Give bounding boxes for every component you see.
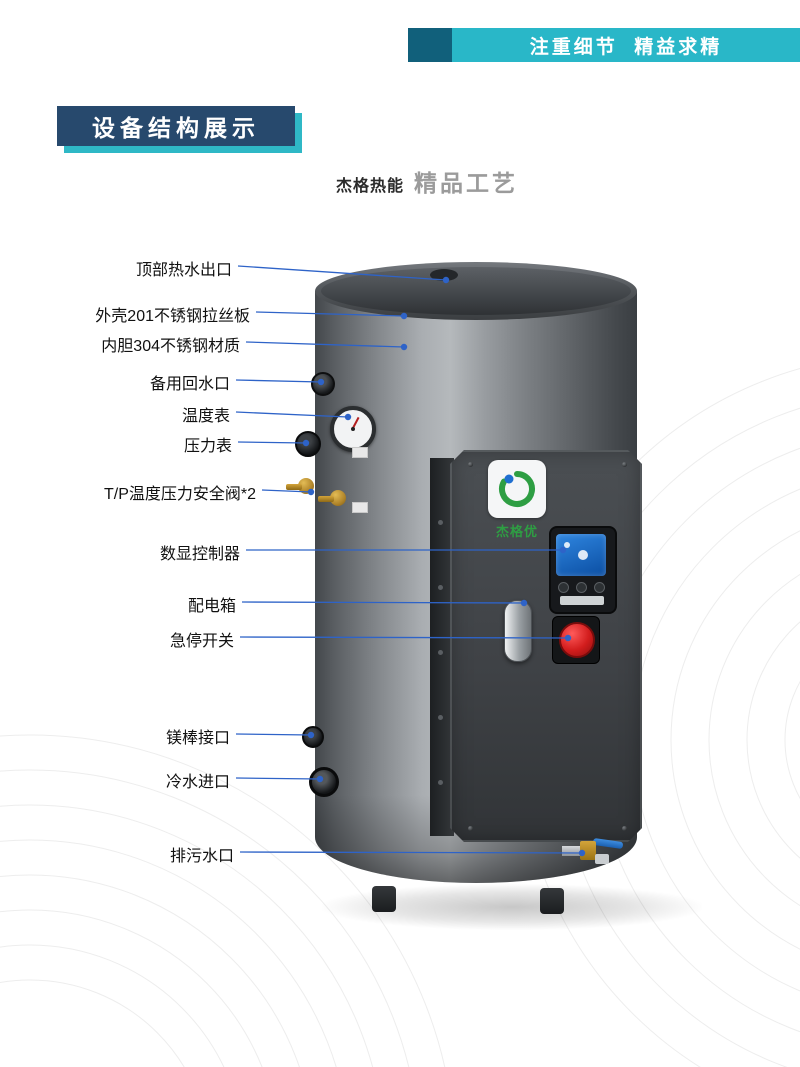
top-hot-water-outlet-label: 顶部热水出口 [135,262,232,279]
side-screw [438,715,443,720]
green-ring-logo-icon [499,471,535,507]
tp-safety-valve-label: T/P温度压力安全阀*2 [103,486,256,503]
brand-name: 杰格热能 [336,178,405,195]
hot-water-outlet-fitting [430,269,458,281]
corner-screw [468,826,473,831]
panel-button [576,582,587,593]
side-screw [438,780,443,785]
logo-text: 杰格优 [495,524,538,539]
side-screw [438,585,443,590]
corner-screw [622,826,627,831]
temperature-gauge [330,406,376,452]
safety-valve-2 [318,490,346,506]
panel-button [594,582,605,593]
side-screw [438,520,443,525]
brand-line: 杰格热能 精品工艺 [336,164,518,198]
backup-return-port-label: 备用回水口 [149,376,230,393]
brand-tagline: 精品工艺 [414,170,519,196]
safety-valve-stem [286,484,302,490]
banner-accent-block [408,28,452,62]
safety-valve-body [330,490,346,506]
drain-valve-body [580,841,596,860]
drain-outlet-label: 排污水口 [169,848,234,865]
tank-sticker [352,447,368,458]
tank-foot-right [540,888,564,914]
pressure-gauge-label: 压力表 [183,438,232,455]
safety-valve-stem [318,496,334,502]
magnesium-rod-port-label: 镁棒接口 [165,730,230,747]
side-screw [438,650,443,655]
banner-text: 注重细节 精益求精 [529,36,723,58]
corner-screw [468,462,473,467]
brand-logo-badge [488,460,546,518]
screen-graphic [564,542,570,548]
section-title-box: 设备结构展示 [57,106,295,146]
cold-water-inlet-fitting [309,767,339,797]
section-title: 设备结构展示 [92,115,260,141]
panel-button [558,582,569,593]
drain-pipe [562,846,582,856]
digital-controller-label: 数显控制器 [159,546,240,563]
liner-material-label: 内胆304不锈钢材质 [101,338,240,355]
backup-return-port-fitting [311,372,335,396]
safety-valve-1 [286,478,314,494]
top-banner: 注重细节 精益求精 [408,28,800,62]
distribution-box-label: 配电箱 [187,598,236,615]
temperature-gauge-label: 温度表 [181,408,230,425]
emergency-stop-button [559,622,595,658]
panel-label-strip [560,596,604,605]
screen-graphic [578,550,588,560]
tank-top-cap-inner [321,267,631,315]
corner-screw [622,462,627,467]
emergency-stop-label: 急停开关 [169,633,234,650]
control-box-front [450,450,642,842]
controller-screen [556,534,606,576]
shell-material-label: 外壳201不锈钢拉丝板 [95,308,250,325]
drain-outlet-cap [595,854,609,864]
tank-foot-left [372,886,396,912]
gauge-center [351,427,356,432]
magnesium-rod-fitting [302,726,324,748]
cabinet-door-handle [504,600,532,662]
pressure-gauge-fitting [295,431,321,457]
tank-sticker [352,502,368,513]
cold-water-inlet-label: 冷水进口 [165,774,230,791]
